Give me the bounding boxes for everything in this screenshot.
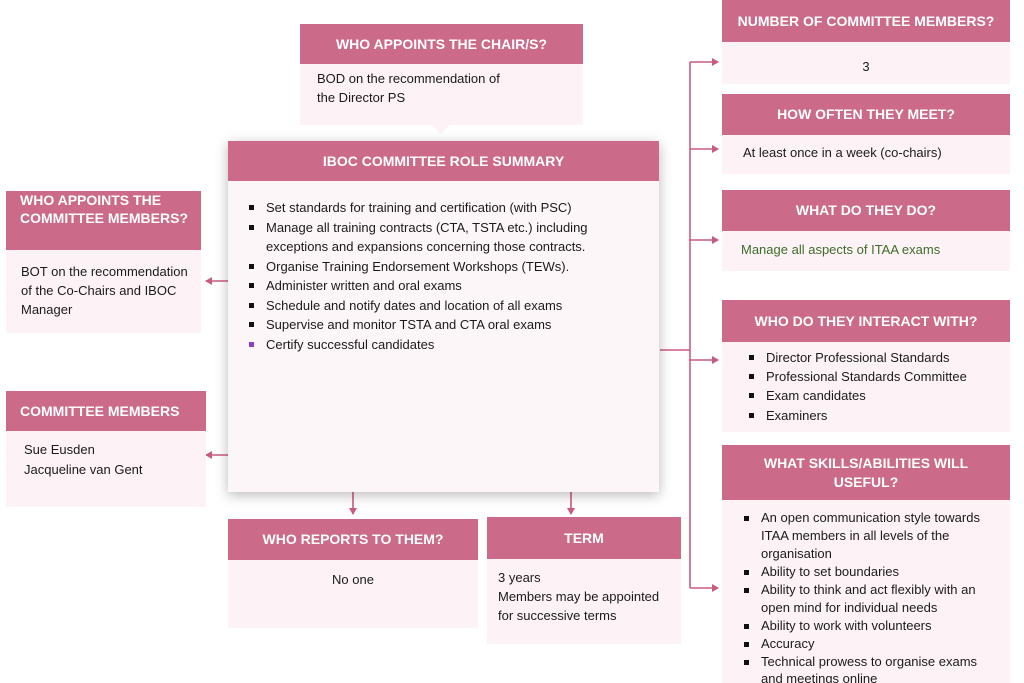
interact-item: Examiners (749, 406, 1010, 425)
term-box: TERM 3 years Members may be appointed fo… (487, 517, 681, 644)
skill-item: Ability to think and act flexibly with a… (744, 581, 998, 617)
interact-item: Director Professional Standards (749, 348, 1010, 367)
chair-box: WHO APPOINTS THE CHAIR/S? BOD on the rec… (300, 24, 583, 125)
interact-item: Professional Standards Committee (749, 367, 1010, 386)
committee-member-name: Sue Eusden (24, 442, 95, 457)
summary-item: Administer written and oral exams (249, 276, 631, 296)
summary-item: Schedule and notify dates and location o… (249, 296, 631, 316)
appoints-members-line1: BOT on the recommendation (21, 264, 188, 279)
term-header: TERM (487, 517, 681, 559)
skill-item: Technical prowess to organise exams and … (744, 653, 998, 683)
term-line1: 3 years (498, 570, 541, 585)
summary-item: Supervise and monitor TSTA and CTA oral … (249, 315, 631, 335)
appoints-members-header: WHO APPOINTS THE COMMITTEE MEMBERS? (6, 191, 201, 250)
chair-text-line2: the Director PS (317, 89, 406, 105)
chair-pointer (432, 125, 450, 134)
reports-header: WHO REPORTS TO THEM? (228, 519, 478, 560)
committee-members-header: COMMITTEE MEMBERS (6, 391, 206, 431)
meet-box: HOW OFTEN THEY MEET? At least once in a … (722, 94, 1010, 174)
interact-box: WHO DO THEY INTERACT WITH? Director Prof… (722, 300, 1010, 432)
skills-list: An open communication style towards ITAA… (722, 500, 1010, 683)
meet-header: HOW OFTEN THEY MEET? (722, 94, 1010, 135)
chair-header: WHO APPOINTS THE CHAIR/S? (300, 24, 583, 64)
skills-box: WHAT SKILLS/ABILITIES WILL USEFUL? An op… (722, 445, 1010, 683)
meet-text: At least once in a week (co-chairs) (743, 145, 942, 160)
committee-member-name: Jacqueline van Gent (24, 461, 143, 477)
do-text: Manage all aspects of ITAA exams (741, 242, 941, 257)
skill-item: An open communication style towards ITAA… (744, 509, 998, 563)
appoints-members-header-line1: WHO APPOINTS THE (20, 192, 162, 208)
reports-text: No one (332, 572, 374, 587)
skill-item: Accuracy (744, 635, 998, 653)
appoints-members-box: WHO APPOINTS THE COMMITTEE MEMBERS? BOT … (6, 191, 201, 333)
role-summary-header: IBOC COMMITTEE ROLE SUMMARY (228, 141, 659, 181)
number-box: NUMBER OF COMMITTEE MEMBERS? 3 (722, 0, 1010, 84)
interact-item: Exam candidates (749, 386, 1010, 405)
summary-item: Manage all training contracts (CTA, TSTA… (249, 218, 631, 257)
number-header: NUMBER OF COMMITTEE MEMBERS? (722, 0, 1010, 42)
summary-item: Organise Training Endorsement Workshops … (249, 257, 631, 277)
summary-item: Certify successful candidates (249, 335, 631, 355)
skill-item: Ability to set boundaries (744, 563, 998, 581)
role-summary-box: IBOC COMMITTEE ROLE SUMMARY Set standard… (228, 141, 659, 492)
do-header: WHAT DO THEY DO? (722, 190, 1010, 231)
skills-header-line1: WHAT SKILLS/ABILITIES WILL (763, 455, 969, 472)
do-box: WHAT DO THEY DO? Manage all aspects of I… (722, 190, 1010, 271)
committee-members-box: COMMITTEE MEMBERS Sue Eusden Jacqueline … (6, 391, 206, 507)
term-line2: Members may be appointed (498, 588, 660, 604)
reports-box: WHO REPORTS TO THEM? No one (228, 519, 478, 628)
term-line3: for successive terms (498, 607, 617, 623)
interact-header: WHO DO THEY INTERACT WITH? (722, 300, 1010, 342)
summary-item: Set standards for training and certifica… (249, 198, 631, 218)
appoints-members-header-line2: COMMITTEE MEMBERS? (20, 210, 188, 227)
interact-list: Director Professional Standards Professi… (722, 342, 1010, 425)
role-summary-list: Set standards for training and certifica… (228, 181, 659, 354)
skill-item: Ability to work with volunteers (744, 617, 998, 635)
number-value: 3 (862, 59, 870, 74)
appoints-members-line2: of the Co-Chairs and IBOC (21, 282, 177, 298)
skills-header: WHAT SKILLS/ABILITIES WILL USEFUL? (722, 445, 1010, 500)
appoints-members-line3: Manager (21, 301, 73, 317)
chair-text-line1: BOD on the recommendation of (317, 71, 500, 86)
skills-header-line2: USEFUL? (833, 473, 899, 490)
